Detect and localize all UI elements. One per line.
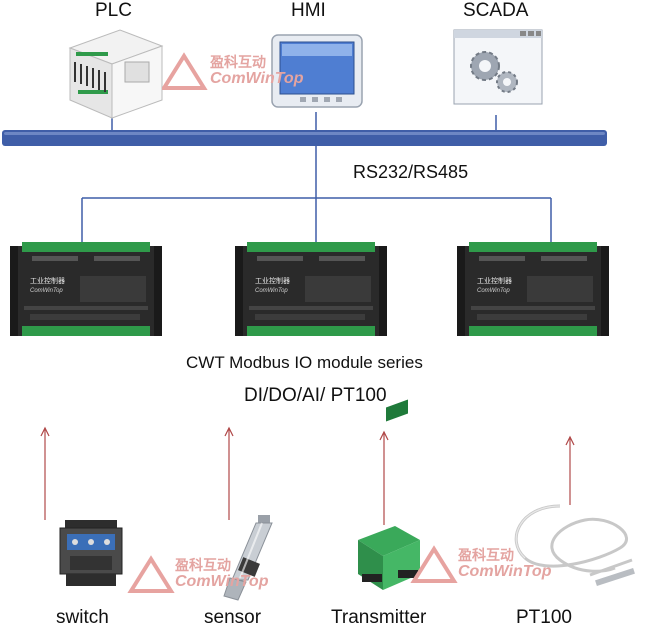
switch-arrowhead bbox=[40, 426, 50, 437]
io-module: 工业控制器 ComWinTop bbox=[10, 240, 162, 340]
hmi-label: HMI bbox=[291, 0, 326, 21]
sensor-arrowhead bbox=[224, 426, 234, 437]
watermark-en: ComWinTop bbox=[210, 70, 304, 87]
watermark-triangle-icon bbox=[410, 545, 458, 583]
watermark-bottom-left: 盈科互动 ComWinTop bbox=[125, 555, 285, 595]
sensor-label: sensor bbox=[204, 607, 262, 628]
io-module-body-icon bbox=[10, 242, 162, 336]
bus-label: RS232/RS485 bbox=[353, 162, 469, 182]
module-logo-text: ComWinTop bbox=[30, 288, 63, 294]
module-logo-text: ComWinTop bbox=[477, 288, 510, 294]
switch-label: switch bbox=[56, 607, 109, 628]
io-module-body-icon bbox=[457, 242, 609, 336]
module-brand-text: 工业控制器 bbox=[477, 277, 512, 285]
io-module: 工业控制器 ComWinTop bbox=[235, 240, 387, 340]
plc-label: PLC bbox=[95, 0, 132, 21]
bus-bar-highlight bbox=[4, 132, 605, 135]
watermark-bottom-right: 盈科互动 ComWinTop bbox=[408, 545, 568, 585]
watermark-en: ComWinTop bbox=[458, 563, 552, 580]
module-types: DI/DO/AI/ PT100 bbox=[244, 385, 387, 406]
transmitter-arrowhead bbox=[379, 430, 389, 441]
watermark-top: 盈科互动 ComWinTop bbox=[162, 52, 304, 92]
watermark-cn: 盈科互动 bbox=[210, 54, 266, 70]
module-series-title: CWT Modbus IO module series bbox=[186, 353, 423, 372]
watermark-en: ComWinTop bbox=[175, 573, 269, 590]
io-module: 工业控制器 ComWinTop bbox=[457, 240, 609, 340]
watermark-triangle-icon bbox=[127, 555, 175, 593]
io-module-body-icon bbox=[235, 242, 387, 336]
transmitter-label: Transmitter bbox=[331, 607, 427, 628]
watermark-triangle-icon bbox=[162, 52, 208, 90]
watermark-cn: 盈科互动 bbox=[175, 557, 231, 573]
module-brand-text: 工业控制器 bbox=[255, 277, 290, 285]
module-logo-text: ComWinTop bbox=[255, 288, 288, 294]
scada-label: SCADA bbox=[463, 0, 529, 21]
pt100-arrowhead bbox=[565, 435, 575, 446]
watermark-cn: 盈科互动 bbox=[458, 547, 514, 563]
module-brand-text: 工业控制器 bbox=[30, 277, 65, 285]
pt100-label: PT100 bbox=[516, 607, 572, 628]
